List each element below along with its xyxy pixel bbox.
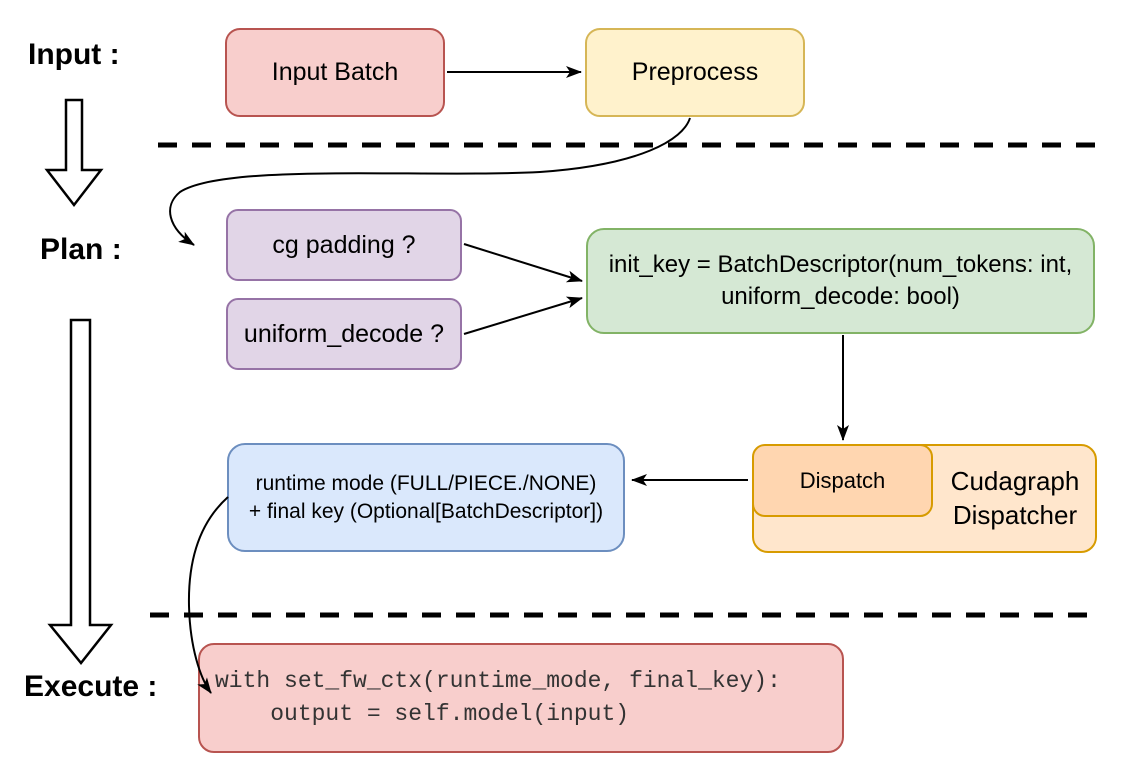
node-execute-code: with set_fw_ctx(runtime_mode, final_key)… [198, 643, 844, 753]
stage-arrow-plan-to-execute-icon [47, 318, 114, 665]
stage-label-input: Input : [28, 38, 120, 71]
node-runtime-mode-line1: runtime mode (FULL/PIECE./NONE) [255, 471, 597, 495]
node-runtime-mode: runtime mode (FULL/PIECE./NONE) + final … [227, 443, 625, 552]
stage-label-execute: Execute : [24, 670, 158, 703]
node-init-key: init_key = BatchDescriptor(num_tokens: i… [586, 228, 1095, 334]
node-dispatch: Dispatch [752, 444, 933, 517]
node-uniform-decode: uniform_decode ? [226, 298, 462, 370]
node-input-batch-label: Input Batch [271, 58, 399, 86]
node-init-key-line1: init_key = BatchDescriptor(num_tokens: i… [608, 251, 1073, 279]
node-runtime-mode-line2: + final key (Optional[BatchDescriptor]) [248, 499, 604, 523]
edge-cgpadding-initkey [463, 243, 583, 283]
node-init-key-line2: uniform_decode: bool) [721, 283, 960, 310]
node-preprocess: Preprocess [585, 28, 805, 117]
node-uniform-decode-label: uniform_decode ? [243, 319, 445, 348]
execute-code-line1: with set_fw_ctx(runtime_mode, final_key)… [215, 667, 781, 694]
execute-code-line2: output = self.model(input) [215, 701, 630, 727]
cudagraph-dispatcher-label: Cudagraph Dispatcher [933, 444, 1097, 553]
stage-arrow-input-to-plan-icon [44, 98, 104, 208]
edge-uniformdecode-initkey [463, 296, 583, 335]
node-cg-padding: cg padding ? [226, 209, 462, 281]
stage-label-plan: Plan : [40, 233, 122, 266]
node-preprocess-label: Preprocess [631, 58, 759, 86]
cudagraph-dispatcher-line1: Cudagraph [950, 466, 1080, 497]
cudagraph-dispatcher-line2: Dispatcher [952, 499, 1078, 530]
node-dispatch-label: Dispatch [799, 467, 886, 493]
node-input-batch: Input Batch [225, 28, 445, 117]
node-cg-padding-label: cg padding ? [272, 230, 416, 259]
